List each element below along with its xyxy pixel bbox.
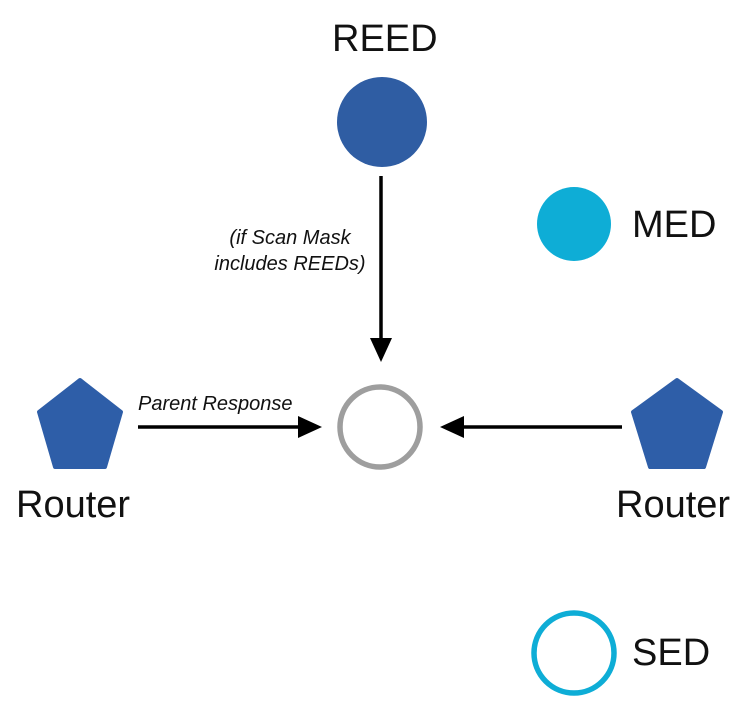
router-left-label: Router: [16, 484, 131, 526]
med-node-circle[interactable]: [537, 187, 611, 261]
parent-response-label: Parent Response: [138, 393, 293, 415]
center-node-circle[interactable]: [337, 384, 423, 470]
scan-mask-condition-line1: (if Scan Mask: [229, 227, 351, 249]
arrow-router-right-to-center: [440, 416, 622, 438]
reed-label: REED: [332, 18, 438, 60]
reed-node-circle[interactable]: [337, 77, 427, 167]
scan-mask-condition-label: (if Scan Mask includes REEDs): [200, 226, 380, 277]
router-left-pentagon[interactable]: [37, 378, 123, 470]
scan-mask-condition-line2: includes REEDs): [214, 252, 366, 275]
arrow-router-left-to-center: [138, 416, 322, 438]
sed-node-circle[interactable]: [531, 610, 617, 696]
router-right-pentagon[interactable]: [630, 378, 725, 470]
arrow-reed-to-center: [370, 176, 392, 362]
router-right-label: Router: [616, 484, 731, 526]
sed-label: SED: [632, 632, 711, 674]
med-label: MED: [632, 204, 717, 246]
